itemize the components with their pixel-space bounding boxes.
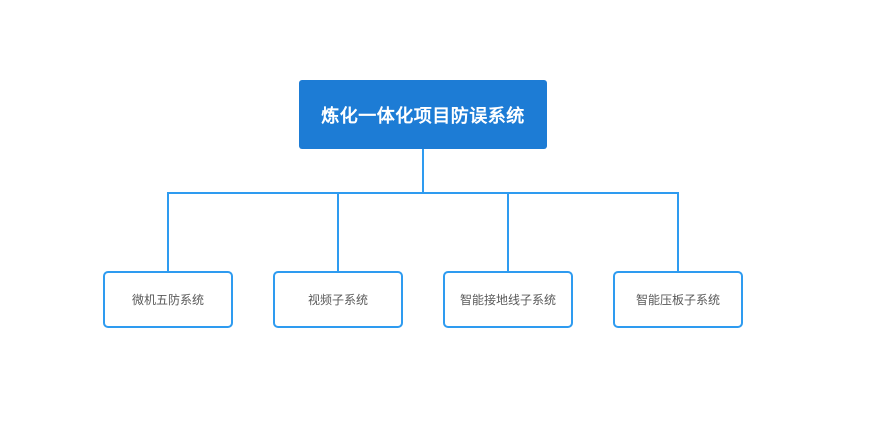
root-node[interactable]: 炼化一体化项目防误系统 (299, 80, 547, 149)
connector-drop-4 (677, 193, 679, 271)
child-node-video[interactable]: 视频子系统 (273, 271, 403, 328)
child-node-pressure-plate[interactable]: 智能压板子系统 (613, 271, 743, 328)
child-node-label: 视频子系统 (307, 293, 368, 307)
connector-horizontal-bar (167, 192, 679, 194)
connector-drop-2 (337, 193, 339, 271)
child-node-grounding-wire[interactable]: 智能接地线子系统 (443, 271, 573, 328)
child-node-label: 微机五防系统 (131, 293, 204, 307)
child-node-wujifang[interactable]: 微机五防系统 (103, 271, 233, 328)
connector-drop-1 (167, 193, 169, 271)
root-node-label: 炼化一体化项目防误系统 (321, 105, 525, 126)
connector-drop-3 (507, 193, 509, 271)
child-node-label: 智能压板子系统 (635, 293, 720, 307)
connector-trunk (422, 149, 424, 193)
child-node-label: 智能接地线子系统 (459, 293, 556, 307)
